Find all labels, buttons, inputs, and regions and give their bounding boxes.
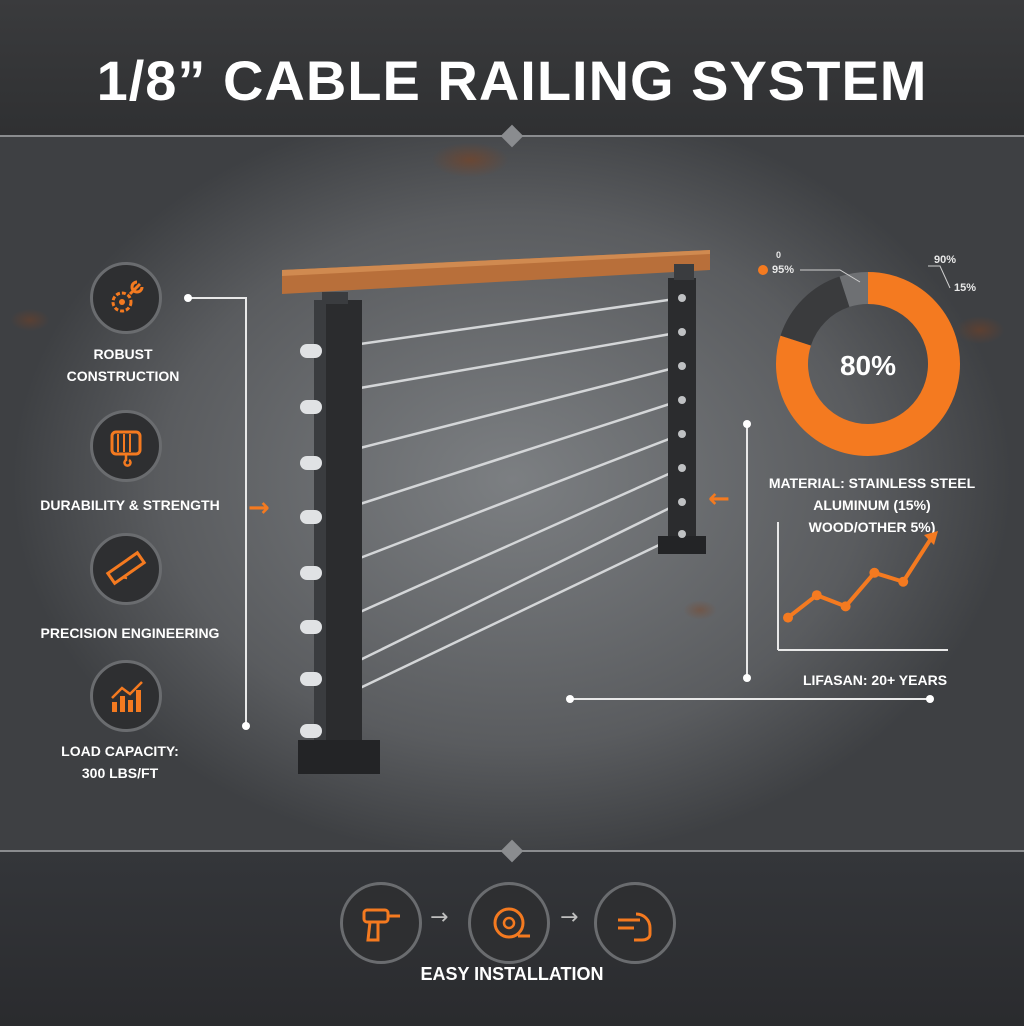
header-band [0, 0, 1024, 137]
lifespan-trend-chart [777, 522, 948, 651]
donut-center-label: 80% [839, 350, 897, 381]
trend-line [786, 535, 934, 620]
connector-line [245, 297, 247, 725]
feature-label-line: CONSTRUCTION [66, 368, 180, 384]
material-donut-chart [776, 272, 960, 456]
legend-leader-lines [800, 265, 951, 289]
feature-icon-load [90, 660, 162, 732]
donut-slice [780, 276, 851, 347]
trend-point [811, 590, 822, 601]
gear-wrench-icon [111, 280, 144, 313]
right-post [668, 278, 696, 548]
tape-measure-icon [493, 907, 530, 939]
feature-label-line: DURABILITY & STRENGTH [40, 497, 220, 513]
legend-label: 15% [954, 282, 977, 294]
installation-label: EASY INSTALLATION [420, 964, 604, 984]
page-title: 1/8” CABLE RAILING SYSTEM [96, 49, 928, 112]
feature-icon-durability [90, 410, 162, 482]
trend-point [840, 601, 851, 612]
hand-tension-icon [618, 912, 652, 942]
donut-slices [776, 272, 960, 456]
feature-icon-construction [90, 262, 162, 334]
legend-label: 95% [772, 264, 795, 276]
material-line: ALUMINUM (15%) [813, 497, 931, 513]
trend-point [869, 567, 880, 578]
feature-label-durability: DURABILITY & STRENGTH [0, 494, 260, 516]
material-breakdown: MATERIAL: STAINLESS STEEL ALUMINUM (15%)… [762, 472, 982, 538]
donut-slice [776, 272, 960, 456]
connector-line [570, 698, 928, 700]
cable-tensioners [300, 344, 322, 738]
arrow-left-icon: ← [708, 484, 730, 514]
cable-railing-illustration [282, 250, 710, 774]
feature-label-line: PRECISION ENGINEERING [40, 625, 220, 641]
trend-point [783, 612, 793, 623]
connector-dot [926, 695, 934, 703]
legend-orange-dot [758, 265, 768, 275]
connector-dot [743, 674, 751, 682]
material-line: MATERIAL: STAINLESS STEEL [768, 475, 976, 491]
arrow-right-icon: → [560, 905, 579, 930]
connector-line [746, 424, 748, 678]
lifespan-label: LIFASAN: 20+ YEARS [802, 672, 948, 688]
connector-dot [566, 695, 574, 703]
legend-label: 90% [934, 254, 957, 266]
trend-arrowhead [924, 530, 938, 545]
connector-line [188, 297, 246, 299]
install-step-drill [340, 882, 422, 964]
feature-label-line: LOAD CAPACITY: [61, 743, 179, 759]
feature-label-construction: ROBUST CONSTRUCTION [0, 343, 253, 387]
material-line: WOOD/OTHER 5%) [808, 519, 936, 535]
arrow-right-icon: → [430, 905, 449, 930]
trend-marks [783, 530, 938, 623]
feature-label-line: 300 LBS/FT [81, 765, 159, 781]
left-post-base [298, 740, 380, 774]
donut-slice [839, 272, 869, 308]
connector-dot [242, 722, 250, 730]
bar-growth-icon [111, 681, 143, 712]
drill-icon [362, 908, 400, 942]
feature-label-line: ROBUST [93, 346, 153, 362]
feature-icon-precision [90, 533, 162, 605]
ruler-icon [105, 550, 147, 586]
feature-label-precision: PRECISION ENGINEERING [0, 622, 260, 644]
connector-dot [743, 420, 751, 428]
legend-mark: 0 [776, 250, 782, 260]
steel-cables [359, 296, 683, 690]
trend-point [898, 576, 909, 587]
feature-label-load: LOAD CAPACITY: 300 LBS/FT [0, 740, 250, 784]
wood-handrail [282, 250, 710, 294]
cable-spool-icon [110, 430, 142, 467]
install-step-tension [594, 882, 676, 964]
right-post-base [658, 536, 706, 554]
install-step-measure [468, 882, 550, 964]
connector-dot [184, 294, 192, 302]
arrow-right-icon: → [248, 493, 270, 523]
